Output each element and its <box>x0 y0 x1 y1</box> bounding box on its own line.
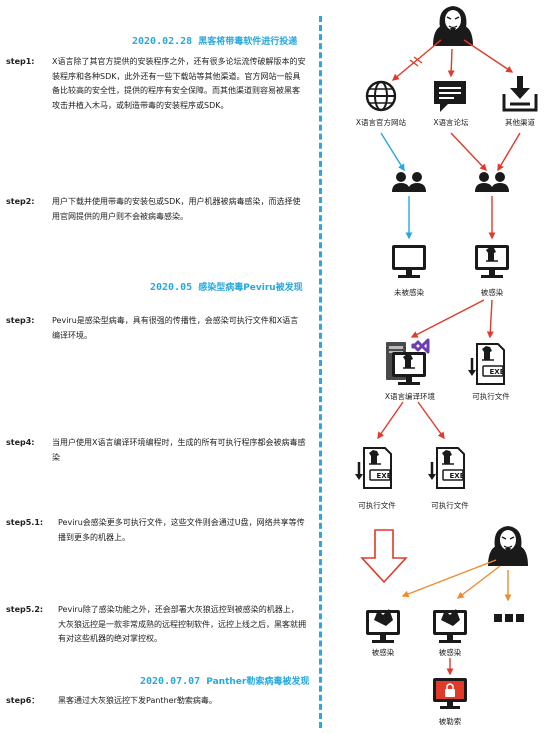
ransomed-computer-icon <box>433 678 467 709</box>
download-tray-icon <box>502 76 538 112</box>
hacker-icon <box>487 525 529 567</box>
caption-infected: 被感染 <box>371 648 395 657</box>
caption-ransomed: 被勒索 <box>438 717 462 726</box>
section-label: Panther勒索病毒被发现 <box>206 677 310 687</box>
infected-computer-icon <box>366 609 400 643</box>
section-date: 2020.07.07 <box>140 676 201 687</box>
hacker-icon <box>432 5 474 47</box>
step-text: Peviru是感染型病毒，具有很强的传播性，会感染可执行文件和X语言编译环境。 <box>52 316 299 340</box>
section-date: 2020.02.28 <box>132 36 193 47</box>
step-6: step6： 黑客通过大灰狼远控下发Panther勒索病毒。 <box>6 694 306 709</box>
section-label: 感染型病毒Peviru被发现 <box>198 283 303 293</box>
arrow-official-to-users <box>380 132 405 172</box>
exe-file-icon <box>353 446 393 490</box>
infected-computer-icon <box>433 609 467 643</box>
step-tag: step5.2: <box>6 605 44 614</box>
section-header-3: 2020.07.07 Panther勒索病毒被发现 <box>140 674 309 687</box>
step-text: 黑客通过大灰狼远控下发Panther勒索病毒。 <box>58 696 217 705</box>
step-text: Peviru除了感染功能之外，还会部署大灰狼远控到被感染的机器上，大灰狼远控是一… <box>58 605 306 643</box>
step-5-1: step5.1: Peviru会感染更多可执行文件，这些文件则会通过U盘，网络共… <box>6 516 306 545</box>
step-text: 用户下载并使用带毒的安装包或SDK，用户机器被病毒感染，而选择使用官网提供的用户… <box>52 197 301 221</box>
timeline-divider <box>319 16 322 728</box>
section-label: 黑客将带毒软件进行投递 <box>198 37 298 47</box>
caption-official-site: X语言官方网站 <box>355 118 407 127</box>
exe-badge: EXE <box>450 472 465 480</box>
infected-computer-icon <box>475 245 509 278</box>
globe-icon <box>365 80 397 112</box>
arrow-to-compiler <box>410 299 485 338</box>
arrow-control-b <box>456 565 501 599</box>
step-text: 当用户使用X语言编译环境编程时，生成的所有可执行程序都会被病毒感染 <box>52 438 306 462</box>
section-header-1: 2020.02.28 黑客将带毒软件进行投递 <box>132 34 297 47</box>
arrow-control-a <box>401 559 497 598</box>
exe-badge: EXE <box>377 472 392 480</box>
step-5-2: step5.2: Peviru除了感染功能之外，还会部署大灰狼远控到被感染的机器… <box>6 603 306 647</box>
step-tag: step3: <box>6 316 35 325</box>
step-1: step1: X语言除了其官方提供的安装程序之外，还有很多论坛流传破解版本的安装… <box>6 55 306 113</box>
monitor-icon <box>392 245 426 278</box>
step-tag: step1: <box>6 57 35 66</box>
compiler-env-icon <box>386 338 430 385</box>
arrow-to-exe-left <box>377 401 404 440</box>
step-tag: step6： <box>6 696 40 705</box>
caption-forum: X语言论坛 <box>433 118 469 127</box>
arrow-to-exe-right <box>417 401 445 440</box>
step-text: X语言除了其官方提供的安装程序之外，还有很多论坛流传破解版本的安装程序和各种SD… <box>52 57 306 110</box>
arrow-to-exe <box>486 299 494 339</box>
step-tag: step4: <box>6 438 35 447</box>
arrow-other-to-users <box>497 132 521 172</box>
step-4: step4: 当用户使用X语言编译环境编程时，生成的所有可执行程序都会被病毒感染 <box>6 436 306 465</box>
forum-chat-icon <box>434 81 466 112</box>
arrow-other <box>463 39 514 73</box>
users-icon <box>392 172 426 192</box>
block-mark-icon <box>409 56 423 67</box>
step-tag: step5.1: <box>6 518 44 527</box>
arrow-forum <box>447 48 455 78</box>
caption-exe: 可执行文件 <box>358 501 396 510</box>
more-icon <box>494 614 524 622</box>
arrow-forum-to-users <box>450 132 487 172</box>
step-tag: step2: <box>6 197 35 206</box>
caption-compiler-env: X语言编译环境 <box>384 392 436 401</box>
users-icon <box>475 172 509 192</box>
section-header-2: 2020.05 感染型病毒Peviru被发现 <box>150 280 303 293</box>
exe-badge: EXE <box>490 368 505 376</box>
caption-other-channels: 其他渠道 <box>505 118 535 127</box>
step-text: Peviru会感染更多可执行文件，这些文件则会通过U盘，网络共享等传播到更多的机… <box>58 518 305 542</box>
caption-exe: 可执行文件 <box>472 392 510 401</box>
caption-infected: 被感染 <box>480 288 504 297</box>
caption-not-infected: 未被感染 <box>394 288 424 297</box>
exe-file-icon <box>426 446 466 490</box>
step-2: step2: 用户下载并使用带毒的安装包或SDK，用户机器被病毒感染，而选择使用… <box>6 195 306 224</box>
step-3: step3: Peviru是感染型病毒，具有很强的传播性，会感染可执行文件和X语… <box>6 314 306 343</box>
caption-infected: 被感染 <box>438 648 462 657</box>
exe-file-icon <box>466 342 506 386</box>
section-date: 2020.05 <box>150 282 193 293</box>
big-down-arrow-icon <box>360 529 408 584</box>
caption-exe: 可执行文件 <box>431 501 469 510</box>
